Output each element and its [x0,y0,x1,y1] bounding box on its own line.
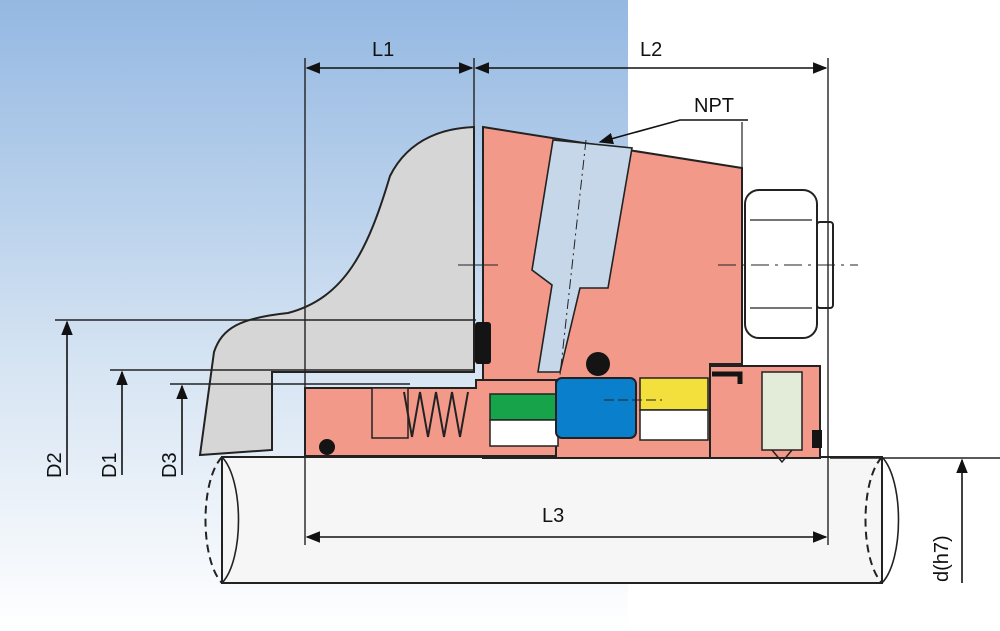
face-oring [586,352,610,376]
spring-clip [712,371,743,384]
spring [403,391,469,438]
stationary-seat [489,393,559,421]
pump-housing [198,125,475,457]
label-npt: NPT [694,95,734,117]
gland-nut [744,189,834,339]
spring-holder [371,387,409,439]
sleeve-oring [319,439,335,455]
label-l3: L3 [542,505,564,527]
rotating-face [555,377,637,439]
housing-oring [475,322,491,364]
label-d-h7: d(h7) [931,535,953,582]
npt-leader [598,119,748,145]
seat-carrier [489,419,559,447]
label-l2: L2 [640,39,662,61]
label-d1: D1 [99,452,121,478]
label-d2: D2 [44,452,66,478]
collar-oring [812,430,822,448]
set-screw [761,371,803,451]
label-d3: D3 [159,452,181,478]
yellow-ring [639,377,709,411]
flush-port [531,139,633,373]
shaft [204,456,900,584]
label-l1: L1 [372,39,394,61]
